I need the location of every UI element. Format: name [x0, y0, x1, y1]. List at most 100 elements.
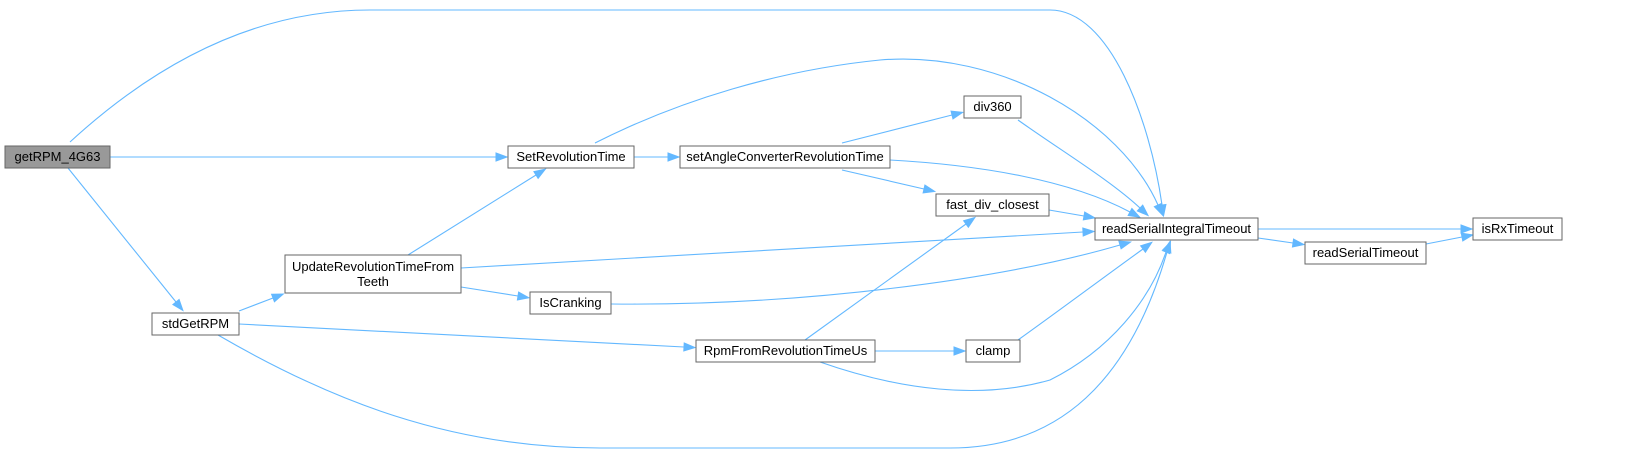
node-box: [4, 145, 111, 169]
edge-readSerialIntegralTimeout-to-readSerialTimeout: [1257, 237, 1306, 248]
node-label: setAngleConverterRevolutionTime: [686, 149, 884, 164]
arrowhead-icon: [953, 346, 967, 356]
node-RpmFromRevolutionTimeUs[interactable]: RpmFromRevolutionTimeUs: [695, 339, 876, 363]
node-box: [679, 145, 891, 169]
node-box: [965, 339, 1021, 363]
edge-RpmFromRevolutionTimeUs-to-fast_div_closest: [804, 216, 977, 341]
edge-UpdateRevolutionTimeFromTeeth-to-SetRevolutionTime: [407, 168, 547, 256]
node-getRPM_4G63[interactable]: getRPM_4G63: [4, 145, 111, 169]
arrowhead-icon: [1139, 241, 1153, 254]
arrowhead-icon: [1460, 232, 1475, 242]
node-readSerialIntegralTimeout[interactable]: readSerialIntegralTimeout: [1094, 217, 1259, 241]
arrowhead-icon: [950, 110, 965, 120]
edge-UpdateRevolutionTimeFromTeeth-to-IsCranking: [460, 286, 531, 301]
edge-readSerialTimeout-to-isRxTimeout: [1425, 232, 1475, 245]
node-stdGetRPM[interactable]: stdGetRPM: [151, 312, 240, 336]
node-label: RpmFromRevolutionTimeUs: [704, 343, 868, 358]
edge-UpdateRevolutionTimeFromTeeth-to-readSerialIntegralTimeout: [460, 227, 1096, 269]
edge-line: [217, 251, 1168, 449]
node-box: [1304, 241, 1427, 265]
edge-line: [460, 286, 519, 297]
node-label: isRxTimeout: [1482, 221, 1554, 236]
edge-RpmFromRevolutionTimeUs-to-readSerialIntegralTimeout: [819, 240, 1172, 392]
arrowhead-icon: [172, 298, 184, 312]
node-setAngleConverterRevolutionTime[interactable]: setAngleConverterRevolutionTime: [679, 145, 891, 169]
node-box: [151, 312, 240, 336]
node-label: clamp: [976, 343, 1011, 358]
edge-line: [460, 231, 1084, 269]
node-SetRevolutionTime[interactable]: SetRevolutionTime: [507, 145, 635, 169]
edge-line: [819, 251, 1167, 392]
edge-line: [841, 169, 925, 190]
arrowhead-icon: [1118, 240, 1132, 250]
arrowhead-icon: [1082, 211, 1097, 221]
edge-line: [1048, 209, 1085, 217]
node-IsCranking[interactable]: IsCranking: [529, 291, 612, 315]
node-label: div360: [973, 99, 1011, 114]
edge-SetRevolutionTime-to-setAngleConverterRevolutionTime: [634, 152, 681, 162]
arrowhead-icon: [922, 184, 937, 194]
edge-line: [841, 114, 953, 144]
edge-setAngleConverterRevolutionTime-to-readSerialIntegralTimeout: [889, 159, 1142, 218]
node-label: getRPM_4G63: [15, 149, 101, 164]
node-box: [529, 291, 612, 315]
node-label: readSerialTimeout: [1313, 245, 1419, 260]
edge-stdGetRPM-to-UpdateRevolutionTimeFromTeeth: [238, 293, 285, 312]
node-readSerialTimeout[interactable]: readSerialTimeout: [1304, 241, 1427, 265]
node-box: [935, 193, 1050, 217]
arrowhead-icon: [270, 293, 285, 303]
edge-line: [238, 297, 274, 312]
edge-SetRevolutionTime-to-readSerialIntegralTimeout: [594, 58, 1164, 217]
arrowhead-icon: [1291, 238, 1306, 248]
arrowhead-icon: [1460, 224, 1474, 234]
arrowhead-icon: [683, 342, 697, 352]
edge-setAngleConverterRevolutionTime-to-fast_div_closest: [841, 169, 937, 194]
edge-fast_div_closest-to-readSerialIntegralTimeout: [1048, 209, 1097, 221]
edge-line: [238, 323, 685, 348]
node-box: [284, 254, 462, 294]
node-label: Teeth: [357, 274, 389, 289]
arrowhead-icon: [495, 152, 509, 162]
node-UpdateRevolutionTimeFromTeeth[interactable]: UpdateRevolutionTimeFrom Teeth: [284, 254, 462, 294]
arrowhead-icon: [1127, 207, 1142, 218]
edge-line: [1017, 119, 1141, 209]
arrowhead-icon: [1161, 240, 1172, 255]
nodes-layer: getRPM_4G63 stdGetRPM UpdateRevolutionTi…: [4, 95, 1563, 363]
edge-line: [1257, 237, 1294, 244]
node-fast_div_closest[interactable]: fast_div_closest: [935, 193, 1050, 217]
edge-line: [407, 174, 537, 256]
edge-getRPM_4G63-to-SetRevolutionTime: [110, 152, 509, 162]
edge-line: [594, 58, 1159, 206]
arrowhead-icon: [516, 291, 531, 301]
node-label: stdGetRPM: [162, 316, 229, 331]
edge-line: [610, 244, 1121, 305]
node-box: [695, 339, 876, 363]
node-label: readSerialIntegralTimeout: [1102, 221, 1251, 236]
node-div360[interactable]: div360: [963, 95, 1022, 119]
edge-IsCranking-to-readSerialIntegralTimeout: [610, 240, 1132, 305]
edge-setAngleConverterRevolutionTime-to-div360: [841, 110, 965, 144]
edge-line: [1017, 248, 1144, 341]
node-label: fast_div_closest: [946, 197, 1039, 212]
edge-line: [69, 9, 1163, 206]
edge-line: [1425, 236, 1463, 245]
node-box: [507, 145, 635, 169]
node-label: IsCranking: [539, 295, 601, 310]
node-label: UpdateRevolutionTimeFrom: [292, 259, 454, 274]
arrowhead-icon: [962, 216, 977, 229]
edge-stdGetRPM-to-RpmFromRevolutionTimeUs: [238, 323, 697, 352]
edges-layer: [67, 9, 1475, 449]
arrowhead-icon: [533, 168, 547, 180]
edge-RpmFromRevolutionTimeUs-to-clamp: [875, 346, 967, 356]
node-isRxTimeout[interactable]: isRxTimeout: [1472, 217, 1563, 241]
node-box: [1094, 217, 1259, 241]
arrowhead-icon: [1153, 202, 1164, 217]
edge-clamp-to-readSerialIntegralTimeout: [1017, 241, 1153, 341]
node-clamp[interactable]: clamp: [965, 339, 1021, 363]
edge-getRPM_4G63-to-stdGetRPM: [67, 167, 184, 312]
edge-line: [804, 223, 967, 341]
arrowhead-icon: [1136, 204, 1150, 217]
edge-div360-to-readSerialIntegralTimeout: [1017, 119, 1150, 217]
node-box: [963, 95, 1022, 119]
